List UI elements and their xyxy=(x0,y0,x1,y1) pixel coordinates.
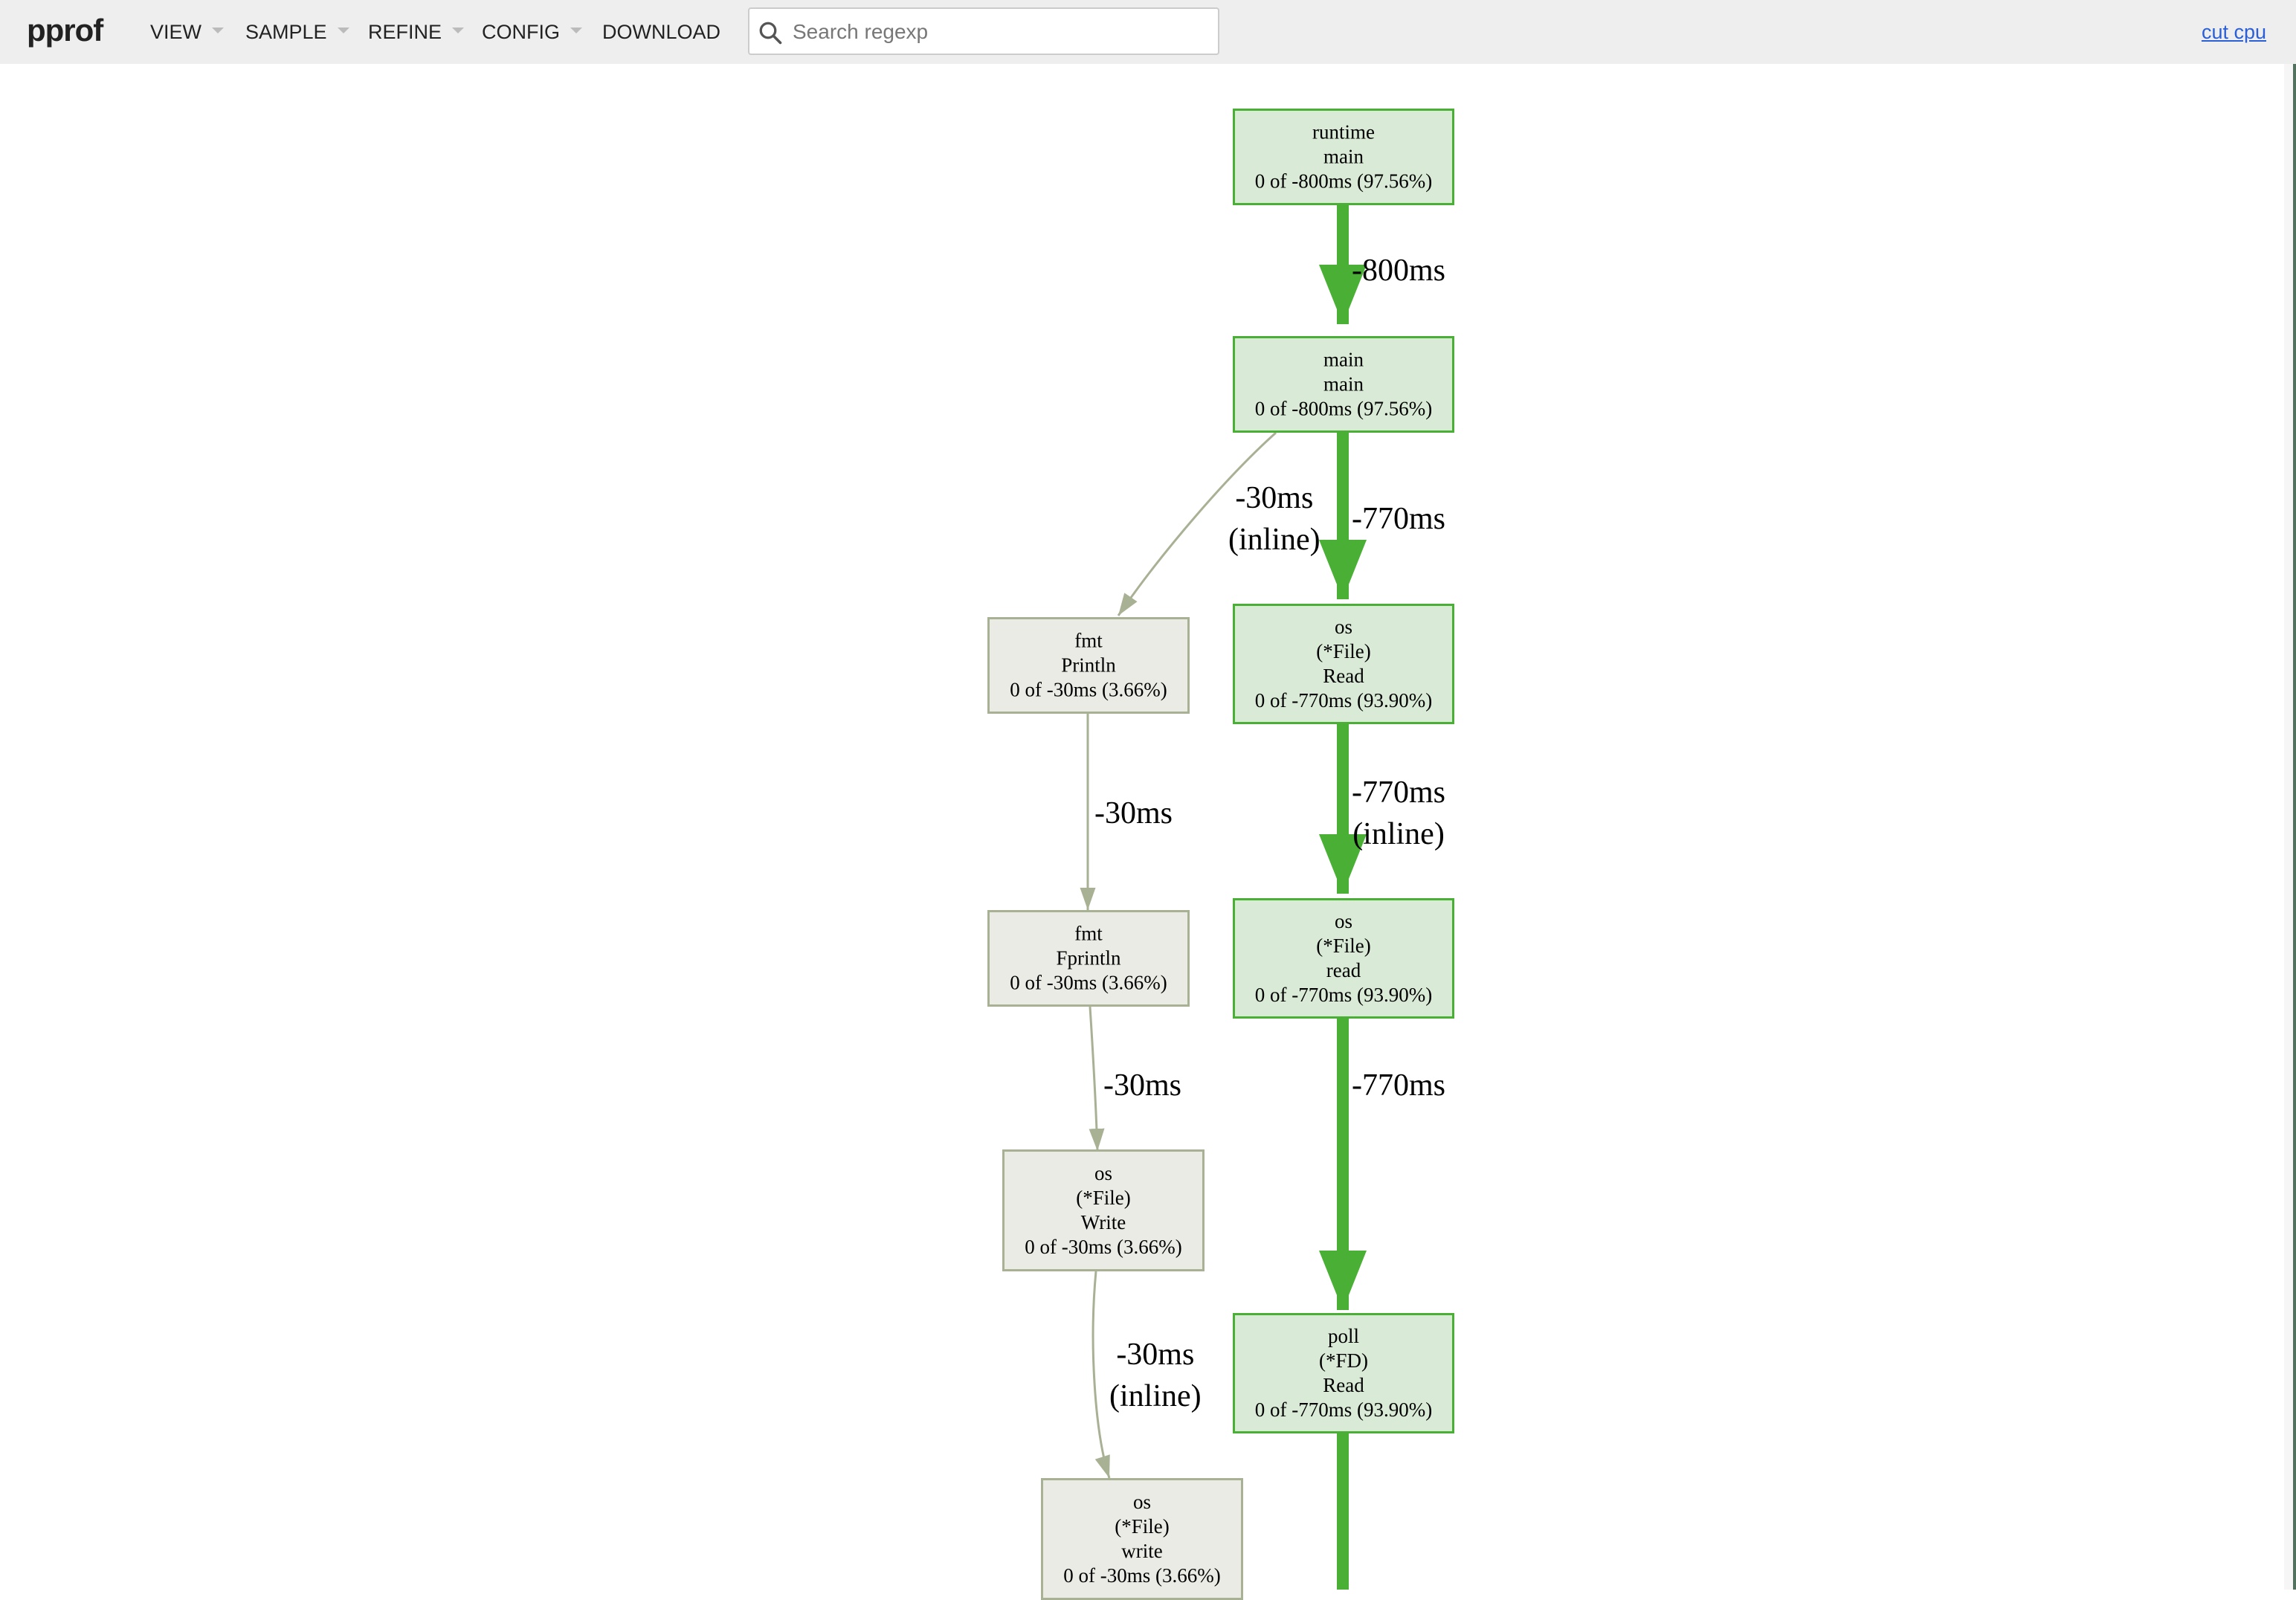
node-main-main[interactable]: main main 0 of -800ms (97.56%) xyxy=(1233,336,1454,433)
edge-label: -30ms (inline) xyxy=(1109,1334,1202,1417)
chevron-down-icon xyxy=(212,27,225,33)
edge-label: -30ms (inline) xyxy=(1228,477,1320,561)
menu-view-label: VIEW xyxy=(150,21,202,43)
edge-value: -30ms xyxy=(1094,796,1173,830)
node-receiver: (*FD) xyxy=(1319,1349,1368,1372)
node-function: main xyxy=(1323,372,1364,396)
node-receiver: (*File) xyxy=(1316,935,1371,957)
edge-value: -30ms xyxy=(1103,1068,1181,1103)
pprof-logo[interactable]: pprof xyxy=(27,13,103,48)
node-stat: 0 of -770ms (93.90%) xyxy=(1254,689,1433,712)
node-receiver: (*File) xyxy=(1115,1515,1170,1538)
menu-sample[interactable]: SAMPLE xyxy=(245,0,349,64)
edge-label: -770ms xyxy=(1352,498,1445,540)
edge-label: -770ms (inline) xyxy=(1352,772,1445,855)
menu-refine-label: REFINE xyxy=(368,21,442,43)
edge-main-main-to-fmt-println[interactable] xyxy=(1117,431,1277,616)
edge-note: (inline) xyxy=(1352,817,1445,851)
node-stat: 0 of -770ms (93.90%) xyxy=(1254,1399,1433,1421)
edge-os-file-write-to-os-file-write-lower[interactable] xyxy=(1091,1271,1111,1479)
edge-fmt-fprintln-to-os-file-write[interactable] xyxy=(1089,1006,1105,1152)
menu-view[interactable]: VIEW xyxy=(150,0,225,64)
node-function: Read xyxy=(1323,1374,1364,1396)
node-stat: 0 of -30ms (3.66%) xyxy=(1063,1564,1221,1587)
node-package: poll xyxy=(1327,1325,1359,1347)
chevron-down-icon xyxy=(452,27,465,33)
node-package: os xyxy=(1094,1162,1112,1184)
edge-value: -770ms xyxy=(1352,1068,1445,1103)
call-graph: -800ms -770ms -30ms (inline) -770ms (inl… xyxy=(0,64,2296,1600)
node-package: fmt xyxy=(1074,922,1103,945)
node-os-file-read[interactable]: os (*File) Read 0 of -770ms (93.90%) xyxy=(1233,604,1454,724)
node-os-file-write[interactable]: os (*File) Write 0 of -30ms (3.66%) xyxy=(1002,1149,1205,1271)
menu-download-label: DOWNLOAD xyxy=(602,21,721,43)
node-fmt-fprintln[interactable]: fmt Fprintln 0 of -30ms (3.66%) xyxy=(987,910,1190,1007)
node-package: runtime xyxy=(1312,120,1375,143)
chevron-down-icon xyxy=(337,27,349,33)
node-package: os xyxy=(1334,910,1352,932)
node-package: os xyxy=(1334,616,1352,638)
node-stat: 0 of -30ms (3.66%) xyxy=(1010,678,1167,701)
node-function: Write xyxy=(1080,1211,1126,1233)
node-stat: 0 of -30ms (3.66%) xyxy=(1010,971,1167,994)
node-stat: 0 of -30ms (3.66%) xyxy=(1025,1236,1182,1258)
search-box xyxy=(748,7,1219,55)
node-function: write xyxy=(1121,1540,1163,1562)
node-package: fmt xyxy=(1074,629,1103,652)
edge-label: -30ms xyxy=(1094,793,1173,834)
node-fmt-println[interactable]: fmt Println 0 of -30ms (3.66%) xyxy=(987,617,1190,714)
node-package: os xyxy=(1132,1491,1151,1513)
toolbar: pprof VIEW SAMPLE REFINE CONFIG DOWNLOAD… xyxy=(0,0,2296,64)
edge-value: -770ms xyxy=(1352,502,1445,536)
menu-sample-label: SAMPLE xyxy=(245,21,327,43)
menu-config[interactable]: CONFIG xyxy=(482,0,582,64)
edge-value: -30ms xyxy=(1116,1338,1195,1372)
node-stat: 0 of -800ms (97.56%) xyxy=(1254,170,1433,193)
edge-value: -800ms xyxy=(1352,254,1445,288)
node-poll-fd-read[interactable]: poll (*FD) Read 0 of -770ms (93.90%) xyxy=(1233,1313,1454,1433)
node-stat: 0 of -800ms (97.56%) xyxy=(1254,397,1433,420)
node-receiver: (*File) xyxy=(1316,640,1371,662)
edge-label: -770ms xyxy=(1352,1065,1445,1106)
call-graph-edges xyxy=(1080,205,1367,1590)
node-function: main xyxy=(1323,145,1364,168)
search-input[interactable] xyxy=(791,9,1210,55)
edge-value: -770ms xyxy=(1352,775,1445,810)
menu-refine[interactable]: REFINE xyxy=(368,0,465,64)
node-function: Read xyxy=(1323,665,1364,687)
menu-config-label: CONFIG xyxy=(482,21,560,43)
edge-label: -800ms xyxy=(1352,250,1445,291)
edge-note: (inline) xyxy=(1109,1379,1202,1413)
node-function: Println xyxy=(1061,654,1116,677)
node-function: read xyxy=(1326,959,1361,981)
cut-cpu-link[interactable]: cut cpu xyxy=(2201,21,2266,43)
edge-label: -30ms xyxy=(1103,1065,1181,1106)
node-os-file-write-lower[interactable]: os (*File) write 0 of -30ms (3.66%) xyxy=(1041,1478,1243,1600)
node-os-file-read-lower[interactable]: os (*File) read 0 of -770ms (93.90%) xyxy=(1233,898,1454,1019)
menu-download[interactable]: DOWNLOAD xyxy=(602,0,720,64)
search-icon xyxy=(759,22,782,45)
node-receiver: (*File) xyxy=(1076,1187,1131,1209)
node-package: main xyxy=(1323,348,1364,371)
window-edge xyxy=(2284,64,2296,1590)
edge-note: (inline) xyxy=(1228,523,1320,557)
node-function: Fprintln xyxy=(1056,946,1121,970)
edge-value: -30ms xyxy=(1235,481,1314,515)
node-runtime-main[interactable]: runtime main 0 of -800ms (97.56%) xyxy=(1233,109,1454,205)
chevron-down-icon xyxy=(570,27,582,33)
node-stat: 0 of -770ms (93.90%) xyxy=(1254,984,1433,1006)
